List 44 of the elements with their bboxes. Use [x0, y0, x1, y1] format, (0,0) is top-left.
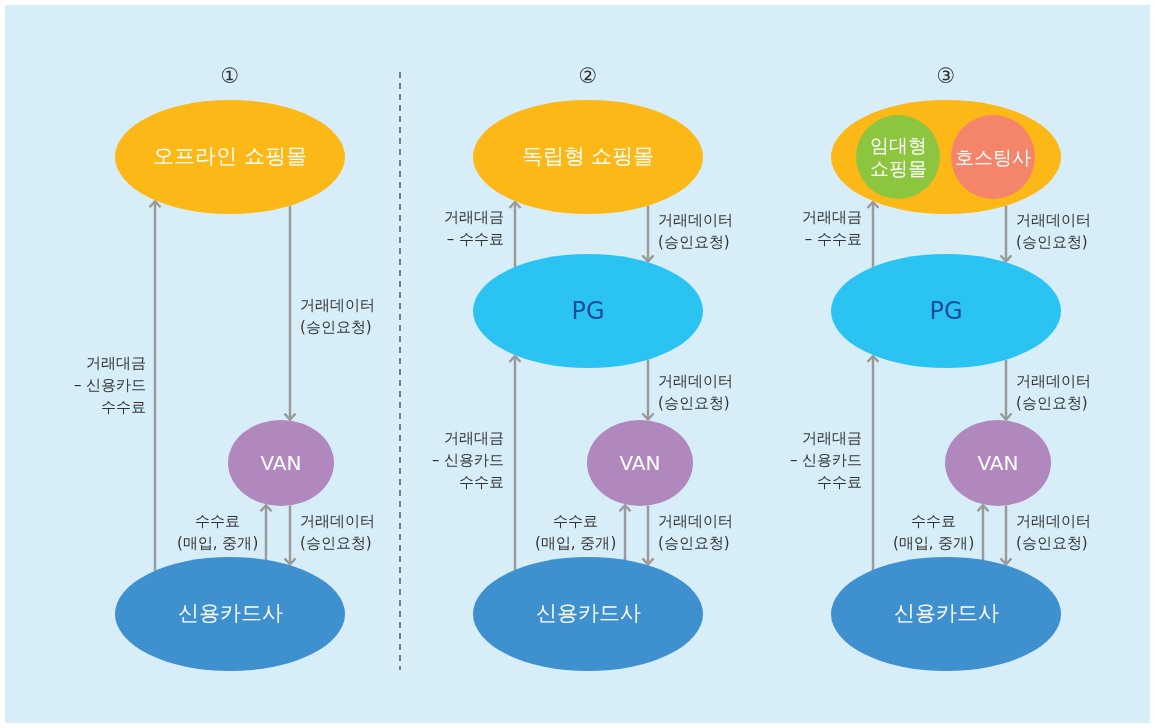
arrow	[259, 504, 273, 560]
arrow	[976, 504, 990, 561]
arrow	[508, 354, 522, 570]
ellipse-node: VAN	[945, 420, 1051, 506]
ellipse-node: PG	[473, 254, 703, 368]
ellipse-node: 오프라인 쇼핑몰	[115, 100, 345, 214]
panel-number: ②	[578, 64, 598, 88]
edge-label: 거래데이터 (승인요청)	[658, 371, 733, 414]
edge-label: 거래데이터 (승인요청)	[1016, 511, 1091, 554]
edge-label: 거래데이터 (승인요청)	[658, 511, 733, 554]
ellipse-node: 신용카드사	[831, 557, 1061, 671]
panel-number: ①	[220, 64, 240, 88]
panel-number: ③	[936, 64, 956, 88]
edge-label: 거래대금 – 신용카드 수수료	[432, 428, 505, 493]
edge-label: 거래데이터 (승인요청)	[300, 511, 375, 554]
circle-node: 호스팅사	[951, 115, 1035, 199]
arrow	[508, 200, 522, 267]
ellipse-node: 신용카드사	[115, 557, 345, 671]
arrow	[866, 354, 880, 570]
edge-label: 거래대금 – 수수료	[802, 207, 862, 250]
ellipse-node: VAN	[587, 420, 693, 506]
edge-label: 수수료 (매입, 중개)	[535, 511, 617, 554]
ellipse-node: 신용카드사	[473, 557, 703, 671]
edge-label: 거래데이터 (승인요청)	[1016, 210, 1091, 253]
ellipse-node: PG	[831, 254, 1061, 368]
arrow	[866, 200, 880, 267]
edge-label: 거래데이터 (승인요청)	[300, 295, 375, 338]
arrow	[641, 359, 655, 421]
arrow	[999, 359, 1013, 421]
circle-node: 임대형 쇼핑몰	[856, 115, 940, 199]
arrow	[283, 505, 297, 566]
arrow	[999, 505, 1013, 566]
edge-label: 거래대금 – 신용카드 수수료	[74, 353, 147, 418]
edge-label: 수수료 (매입, 중개)	[893, 511, 975, 554]
arrow	[999, 205, 1013, 263]
arrow	[283, 205, 297, 421]
ellipse-node: VAN	[228, 420, 334, 506]
edge-label: 수수료 (매입, 중개)	[177, 511, 259, 554]
arrow	[618, 504, 632, 561]
edge-label: 거래데이터 (승인요청)	[1016, 371, 1091, 414]
edge-label: 거래대금 – 신용카드 수수료	[790, 428, 863, 493]
arrow	[641, 505, 655, 566]
arrow	[148, 200, 162, 571]
arrow	[641, 205, 655, 263]
